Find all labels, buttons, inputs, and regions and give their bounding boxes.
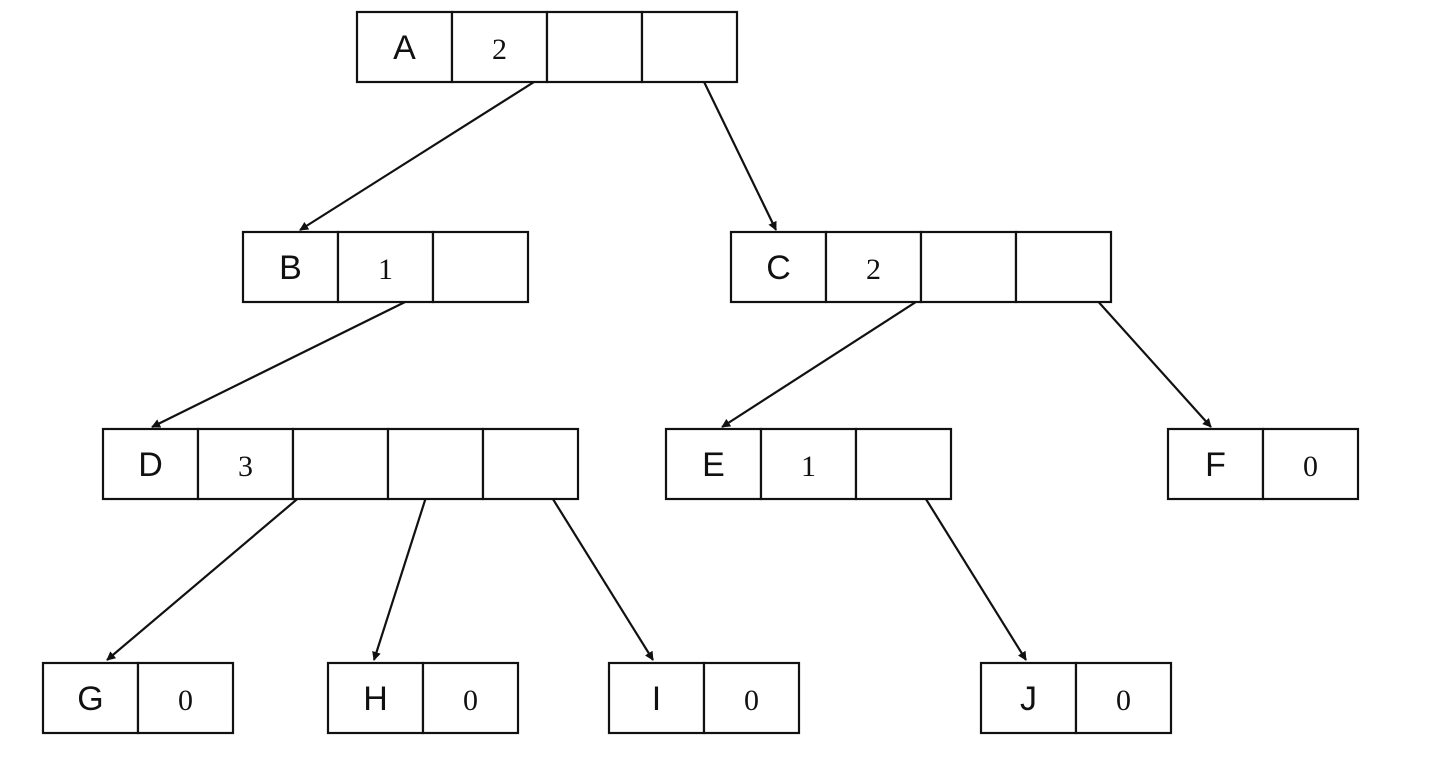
node-label: J	[1020, 680, 1037, 718]
edge-arrow-d-h	[372, 468, 437, 661]
node-label: B	[279, 249, 302, 287]
node-label: D	[138, 446, 163, 484]
node-label-cell	[979, 661, 1078, 735]
node-child-count: 0	[1303, 450, 1318, 483]
node-child-count: 0	[1116, 684, 1131, 717]
node-label-cell	[41, 661, 140, 735]
node-label: A	[393, 29, 416, 67]
node-count-cell	[421, 661, 520, 735]
node-pointer-cell	[854, 427, 953, 501]
node-pointer-cell	[481, 427, 580, 501]
node-count-cell	[702, 661, 801, 735]
node-child-count: 0	[178, 684, 193, 717]
node-label: H	[363, 680, 388, 718]
node-count-cell	[759, 427, 858, 501]
node-pointer-cell	[640, 10, 739, 84]
node-label-cell	[101, 427, 200, 501]
node-count-cell	[450, 10, 549, 84]
edges-layer	[106, 43, 1212, 661]
node-count-cell	[336, 230, 435, 304]
node-pointer-cell	[1014, 230, 1113, 304]
node-count-cell	[136, 661, 235, 735]
node-pointer-cell	[291, 427, 390, 501]
node-label-cell	[1166, 427, 1265, 501]
node-child-count: 0	[463, 684, 478, 717]
node-child-count: 2	[492, 33, 507, 66]
node-child-count: 3	[238, 450, 253, 483]
node-count-cell	[1261, 427, 1360, 501]
node-child-count: 2	[866, 253, 881, 286]
node-pointer-cell	[545, 10, 644, 84]
node-child-count: 1	[801, 450, 816, 483]
node-pointer-cell	[919, 230, 1018, 304]
node-label-cell	[326, 661, 425, 735]
node-label-cell	[664, 427, 763, 501]
node-pointer-cell	[386, 427, 485, 501]
node-label: F	[1205, 446, 1226, 484]
node-label: G	[77, 680, 103, 718]
node-label-cell	[241, 230, 340, 304]
node-label: I	[652, 680, 661, 718]
edge-arrow-a-c	[690, 54, 777, 231]
node-label: E	[702, 446, 725, 484]
node-child-count: 0	[744, 684, 759, 717]
node-label-cell	[607, 661, 706, 735]
node-count-cell	[1074, 661, 1173, 735]
node-child-count: 1	[378, 253, 393, 286]
node-count-cell	[824, 230, 923, 304]
node-pointer-cell	[431, 230, 530, 304]
node-label: C	[766, 249, 791, 287]
node-count-cell	[196, 427, 295, 501]
